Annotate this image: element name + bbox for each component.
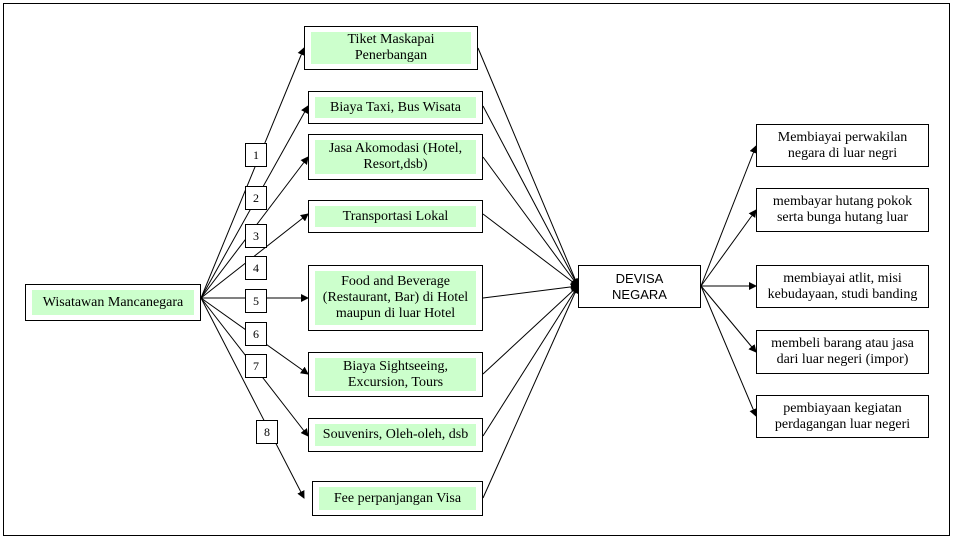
diagram-frame [3, 3, 950, 536]
item-node-4: Transportasi Lokal [308, 200, 483, 233]
arrow-devisa-to-use-5 [700, 285, 757, 417]
arrow-devisa-to-use-2 [700, 209, 757, 287]
arrow-item-2-to-devisa [482, 105, 579, 287]
arrow-item-8-to-devisa [482, 285, 579, 499]
item-node-label: Biaya Sightseeing, Excursion, Tours [315, 358, 476, 391]
use-node-4: membeli barang atau jasa dari luar neger… [756, 330, 929, 374]
arrow-item-6-to-devisa [482, 285, 579, 375]
source-node: Wisatawan Mancanegara [25, 284, 201, 321]
item-node-6: Biaya Sightseeing, Excursion, Tours [308, 352, 483, 397]
arrow-item-3-to-devisa [482, 156, 579, 287]
item-number-7: 7 [245, 354, 267, 378]
item-node-3: Jasa Akomodasi (Hotel, Resort,dsb) [308, 134, 483, 180]
item-node-label: Tiket Maskapai Penerbangan [311, 32, 471, 64]
item-number-3: 3 [245, 224, 267, 248]
item-number-6: 6 [245, 322, 267, 346]
arrow-item-1-to-devisa [477, 47, 579, 287]
item-node-7: Souvenirs, Oleh-oleh, dsb [308, 418, 483, 452]
arrow-item-5-to-devisa [482, 282, 579, 299]
use-node-2: membayar hutang pokok serta bunga hutang… [756, 188, 929, 232]
use-node-3: membiayai atlit, misi kebudayaan, studi … [756, 265, 929, 308]
use-node-5: pembiayaan kegiatan perdagangan luar neg… [756, 395, 929, 438]
arrow-item-4-to-devisa [482, 213, 579, 287]
item-node-8: Fee perpanjangan Visa [312, 481, 483, 516]
item-node-label: Fee perpanjangan Visa [319, 487, 476, 510]
arrow-item-7-to-devisa [482, 285, 579, 437]
use-node-1: Membiayai perwakilan negara di luar negr… [756, 124, 929, 167]
arrow-devisa-to-use-4 [700, 285, 757, 353]
devisa-negara-node: DEVISA NEGARA [578, 265, 701, 308]
source-node-label: Wisatawan Mancanegara [32, 290, 194, 315]
item-node-label: Transportasi Lokal [315, 206, 476, 227]
item-node-2: Biaya Taxi, Bus Wisata [308, 91, 483, 124]
arrow-devisa-to-use-1 [700, 145, 758, 287]
item-node-1: Tiket Maskapai Penerbangan [304, 26, 478, 70]
item-number-2: 2 [245, 186, 267, 210]
item-node-5: Food and Beverage (Restaurant, Bar) di H… [308, 265, 483, 331]
arrow-source-to-item-1 [200, 47, 306, 299]
item-number-5: 5 [245, 289, 267, 313]
item-number-8: 8 [256, 420, 278, 444]
arrow-source-to-item-8 [200, 297, 305, 499]
item-node-label: Biaya Taxi, Bus Wisata [315, 97, 476, 118]
item-node-label: Souvenirs, Oleh-oleh, dsb [315, 424, 476, 446]
item-number-4: 4 [245, 256, 267, 280]
item-node-label: Food and Beverage (Restaurant, Bar) di H… [315, 271, 476, 325]
item-node-label: Jasa Akomodasi (Hotel, Resort,dsb) [315, 140, 476, 174]
item-number-1: 1 [245, 143, 267, 167]
